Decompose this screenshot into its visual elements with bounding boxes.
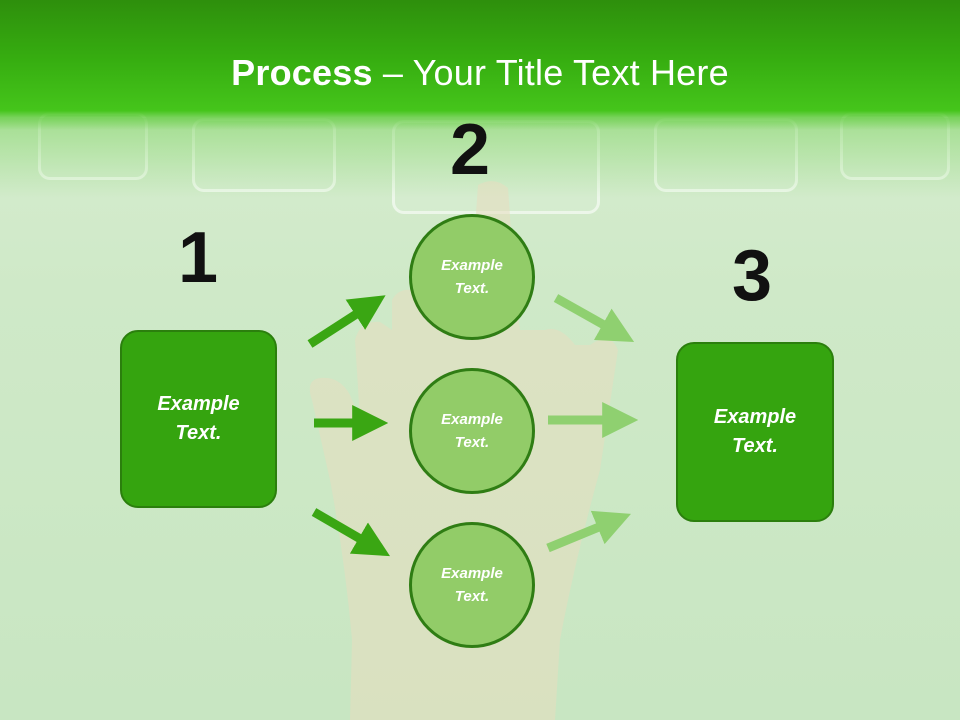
step-1-box[interactable]: Example Text. <box>120 330 277 508</box>
circle-3[interactable]: Example Text. <box>409 522 535 648</box>
step-1-text: Example Text. <box>157 393 240 444</box>
circle-1-text: Example Text. <box>441 257 503 297</box>
step-3-box[interactable]: Example Text. <box>676 342 834 522</box>
circle-3-text: Example Text. <box>441 565 503 605</box>
circle-2[interactable]: Example Text. <box>409 368 535 494</box>
slide-title: Process – Your Title Text Here <box>0 52 960 94</box>
arrow-from-circle-3 <box>546 510 631 553</box>
step-number-1: 1 <box>178 218 219 298</box>
step-number-3: 3 <box>732 236 773 316</box>
title-rest: – Your Title Text Here <box>372 52 729 93</box>
arrow-to-circle-3 <box>311 508 391 557</box>
title-bold: Process <box>231 52 373 93</box>
step-3-text: Example Text. <box>713 406 797 457</box>
header-bar <box>0 0 960 130</box>
circle-1[interactable]: Example Text. <box>409 214 535 340</box>
step-number-2: 2 <box>450 110 491 190</box>
circle-2-text: Example Text. <box>441 411 503 451</box>
arrow-from-circle-1 <box>553 294 635 342</box>
arrow-to-circle-1 <box>307 295 386 348</box>
